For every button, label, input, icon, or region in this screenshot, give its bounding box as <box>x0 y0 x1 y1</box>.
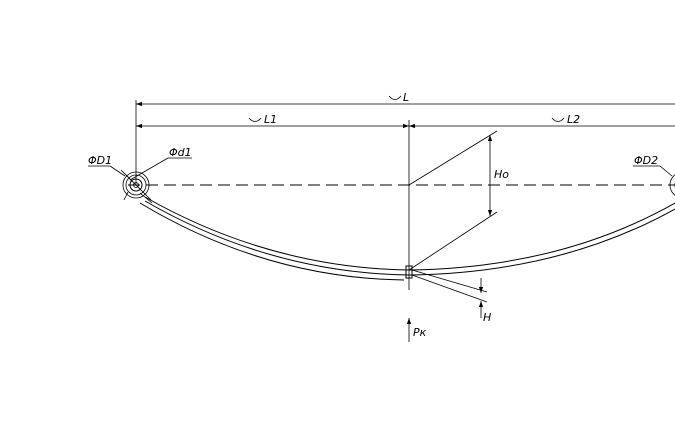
front-eye <box>120 157 169 204</box>
spring-leaf-inner <box>144 200 675 276</box>
leader-rear-eye-outer-diag <box>659 165 673 177</box>
spring-leaf-lower <box>139 202 405 281</box>
rear-eye <box>669 174 675 196</box>
label-rear-eye-outer-dia: ΦD2 <box>634 154 658 167</box>
h-extension-lower <box>411 274 488 303</box>
label-free-camber: Ho <box>494 168 509 181</box>
arc-symbol-total-length <box>388 95 402 100</box>
center-clamp <box>405 265 413 279</box>
leader-front-eye-outer-diag <box>109 165 126 177</box>
label-front-length: L1 <box>264 113 277 126</box>
spring-leaf-outer <box>144 196 675 271</box>
label-front-eye-inner-dia: Φd1 <box>169 146 192 159</box>
ho-extension-upper <box>408 130 498 186</box>
label-load: Pк <box>413 326 427 339</box>
arc-symbol-front-length <box>248 117 262 122</box>
label-total-length: L <box>403 91 409 104</box>
label-rear-length: L2 <box>567 113 580 126</box>
label-loaded-height: H <box>483 311 491 324</box>
arc-symbol-rear-length <box>551 117 565 122</box>
label-front-eye-outer-dia: ΦD1 <box>88 154 112 167</box>
h-extension-upper <box>411 269 488 293</box>
ho-extension-lower <box>408 211 498 271</box>
